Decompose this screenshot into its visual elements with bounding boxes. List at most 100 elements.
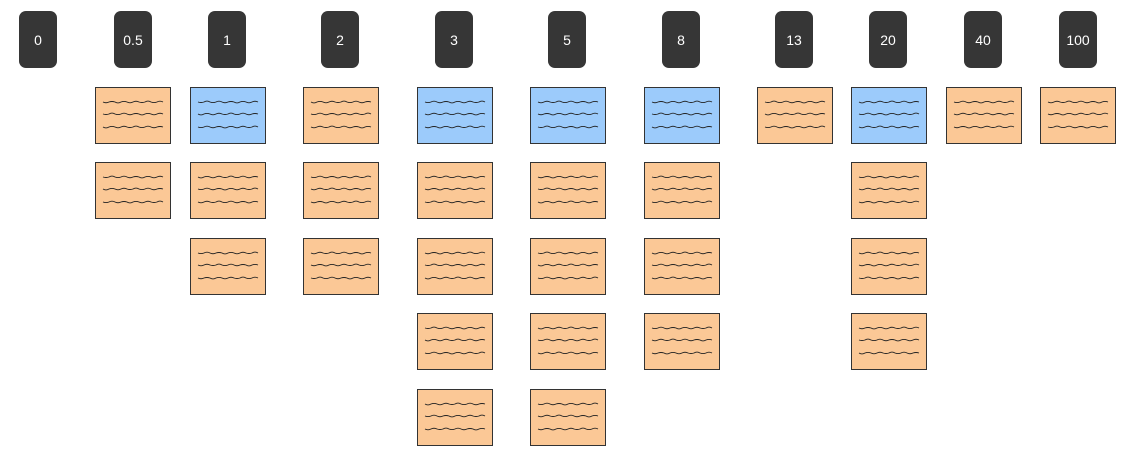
scribble-line [953,100,1015,104]
scribble-text [310,251,372,280]
scribble-text [197,100,259,129]
scribble-line [102,100,164,104]
scribble-line [537,251,599,255]
scribble-text [310,175,372,204]
sticky-note-orange[interactable] [417,162,493,219]
scribble-text [424,175,486,204]
scribble-line [651,112,713,116]
sticky-note-orange[interactable] [190,162,266,219]
sticky-note-blue[interactable] [644,87,720,144]
estimate-card[interactable]: 0.5 [114,11,152,68]
scribble-text [537,326,599,355]
sticky-note-orange[interactable] [530,162,606,219]
scribble-line [424,326,486,330]
estimate-card[interactable]: 100 [1059,11,1097,68]
scribble-line [537,187,599,191]
scribble-line [537,351,599,355]
sticky-note-orange[interactable] [851,162,927,219]
sticky-note-orange[interactable] [530,389,606,446]
scribble-line [537,338,599,342]
scribble-line [651,125,713,129]
scribble-line [424,351,486,355]
scribble-line [858,276,920,280]
scribble-text [953,100,1015,129]
scribble-line [651,251,713,255]
sticky-note-orange[interactable] [851,238,927,295]
scribble-line [424,414,486,418]
scribble-line [651,100,713,104]
sticky-note-orange[interactable] [946,87,1022,144]
scribble-line [858,175,920,179]
estimate-card[interactable]: 8 [662,11,700,68]
sticky-note-orange[interactable] [1040,87,1116,144]
sticky-note-orange[interactable] [644,238,720,295]
estimate-card[interactable]: 13 [775,11,813,68]
scribble-line [424,200,486,204]
scribble-line [651,187,713,191]
sticky-note-orange[interactable] [95,162,171,219]
scribble-line [102,187,164,191]
scribble-line [424,251,486,255]
scribble-line [310,251,372,255]
estimate-card[interactable]: 2 [321,11,359,68]
scribble-text [424,100,486,129]
scribble-line [651,200,713,204]
scribble-text [424,326,486,355]
sticky-note-orange[interactable] [644,313,720,370]
scribble-line [424,338,486,342]
scribble-text [197,175,259,204]
estimate-card[interactable]: 5 [548,11,586,68]
sticky-note-orange[interactable] [757,87,833,144]
scribble-text [102,100,164,129]
estimate-card[interactable]: 3 [435,11,473,68]
scribble-line [424,402,486,406]
sticky-note-blue[interactable] [851,87,927,144]
sticky-note-orange[interactable] [530,313,606,370]
sticky-note-orange[interactable] [851,313,927,370]
scribble-text [651,175,713,204]
scribble-line [537,276,599,280]
sticky-note-orange[interactable] [303,162,379,219]
sticky-note-orange[interactable] [190,238,266,295]
scribble-line [1047,100,1109,104]
scribble-line [858,263,920,267]
scribble-text [537,402,599,431]
estimate-card[interactable]: 0 [19,11,57,68]
sticky-note-orange[interactable] [644,162,720,219]
sticky-note-blue[interactable] [190,87,266,144]
scribble-line [858,100,920,104]
scribble-text [651,100,713,129]
estimate-card[interactable]: 20 [869,11,907,68]
scribble-text [1047,100,1109,129]
scribble-line [651,263,713,267]
scribble-line [651,351,713,355]
scribble-line [310,100,372,104]
scribble-line [102,200,164,204]
scribble-line [424,112,486,116]
scribble-text [764,100,826,129]
scribble-line [651,326,713,330]
sticky-note-orange[interactable] [417,313,493,370]
scribble-line [1047,112,1109,116]
scribble-line [537,112,599,116]
scribble-line [858,112,920,116]
scribble-line [197,263,259,267]
scribble-line [102,112,164,116]
sticky-note-orange[interactable] [95,87,171,144]
scribble-line [310,112,372,116]
sticky-note-orange[interactable] [530,238,606,295]
sticky-note-blue[interactable] [417,87,493,144]
sticky-note-orange[interactable] [417,389,493,446]
sticky-note-orange[interactable] [303,87,379,144]
sticky-note-blue[interactable] [530,87,606,144]
sticky-note-orange[interactable] [417,238,493,295]
scribble-line [858,251,920,255]
scribble-text [424,402,486,431]
scribble-line [310,200,372,204]
estimate-card[interactable]: 40 [964,11,1002,68]
sticky-note-orange[interactable] [303,238,379,295]
scribble-line [537,200,599,204]
scribble-line [651,338,713,342]
scribble-line [537,427,599,431]
estimate-card[interactable]: 1 [208,11,246,68]
